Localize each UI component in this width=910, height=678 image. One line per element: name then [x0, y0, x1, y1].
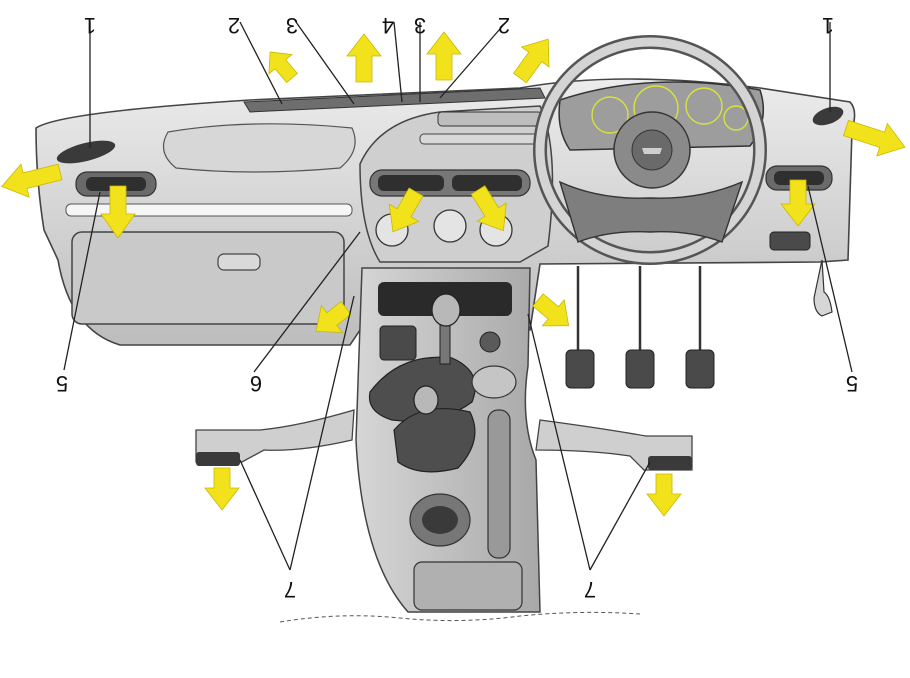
cup-holder: [409, 493, 471, 547]
console-rear-tray: [413, 561, 523, 611]
glovebox: [71, 231, 345, 325]
cigarette-lighter: [479, 331, 501, 353]
callout-7-left: 7: [284, 577, 296, 602]
airflow-arrow-icon: [204, 467, 240, 511]
airflow-arrow-icon: [780, 179, 816, 227]
airflow-arrow-icon: [646, 473, 682, 517]
callout-2-left: 2: [228, 13, 240, 38]
pedals: [565, 266, 715, 389]
callout-5-left: 5: [56, 371, 68, 396]
left-side-vent: [56, 140, 116, 164]
floor-line: [279, 611, 641, 623]
airflow-arrow-icon: [346, 33, 382, 83]
handbrake-lever: [471, 365, 517, 559]
callout-6: 6: [250, 371, 262, 396]
airflow-arrow-icon: [426, 31, 462, 81]
airflow-arrow-icon: [512, 38, 550, 84]
airflow-arrow-icon: [470, 185, 507, 232]
window-switches: [379, 325, 417, 361]
gauges: [591, 85, 749, 134]
callout-4: 4: [382, 13, 394, 38]
glovebox-handle: [217, 253, 261, 271]
airflow-arrows: [1, 31, 906, 517]
hood-release-lever: [813, 259, 833, 317]
airflow-arrow-icon: [388, 187, 424, 233]
callout-2-right: 2: [498, 13, 510, 38]
airflow-arrow-icon: [100, 185, 136, 239]
right-face-vent: [765, 165, 833, 191]
transfer-case-lever: [393, 385, 476, 473]
right-side-vent: [812, 106, 844, 126]
left-floor-duct: [195, 409, 355, 466]
radio-buttons: [419, 111, 543, 145]
passenger-recess: [162, 123, 356, 173]
callout-1-right: 1: [822, 13, 834, 38]
callout-3-right: 3: [414, 13, 426, 38]
airflow-arrow-icon: [1, 163, 63, 198]
callout-5-right: 5: [846, 371, 858, 396]
airflow-arrow-icon: [268, 51, 298, 84]
center-vents: [369, 169, 531, 197]
right-floor-duct: [535, 419, 693, 471]
airflow-arrow-icon: [843, 119, 906, 157]
steering-wheel: [533, 35, 767, 265]
callout-3-left: 3: [286, 13, 298, 38]
callout-1-left: 1: [84, 13, 96, 38]
airflow-arrow-icon: [315, 301, 352, 333]
leader-lines: [63, 21, 853, 571]
defroster-strip: [243, 87, 546, 113]
light-switch: [769, 231, 811, 251]
callout-labels: 1 2 3 4 3 2 1 5 6 5 7 7: [56, 13, 858, 602]
dash-trim-strip: [65, 203, 353, 217]
callout-7-right: 7: [584, 577, 596, 602]
airflow-arrow-icon: [532, 293, 570, 327]
